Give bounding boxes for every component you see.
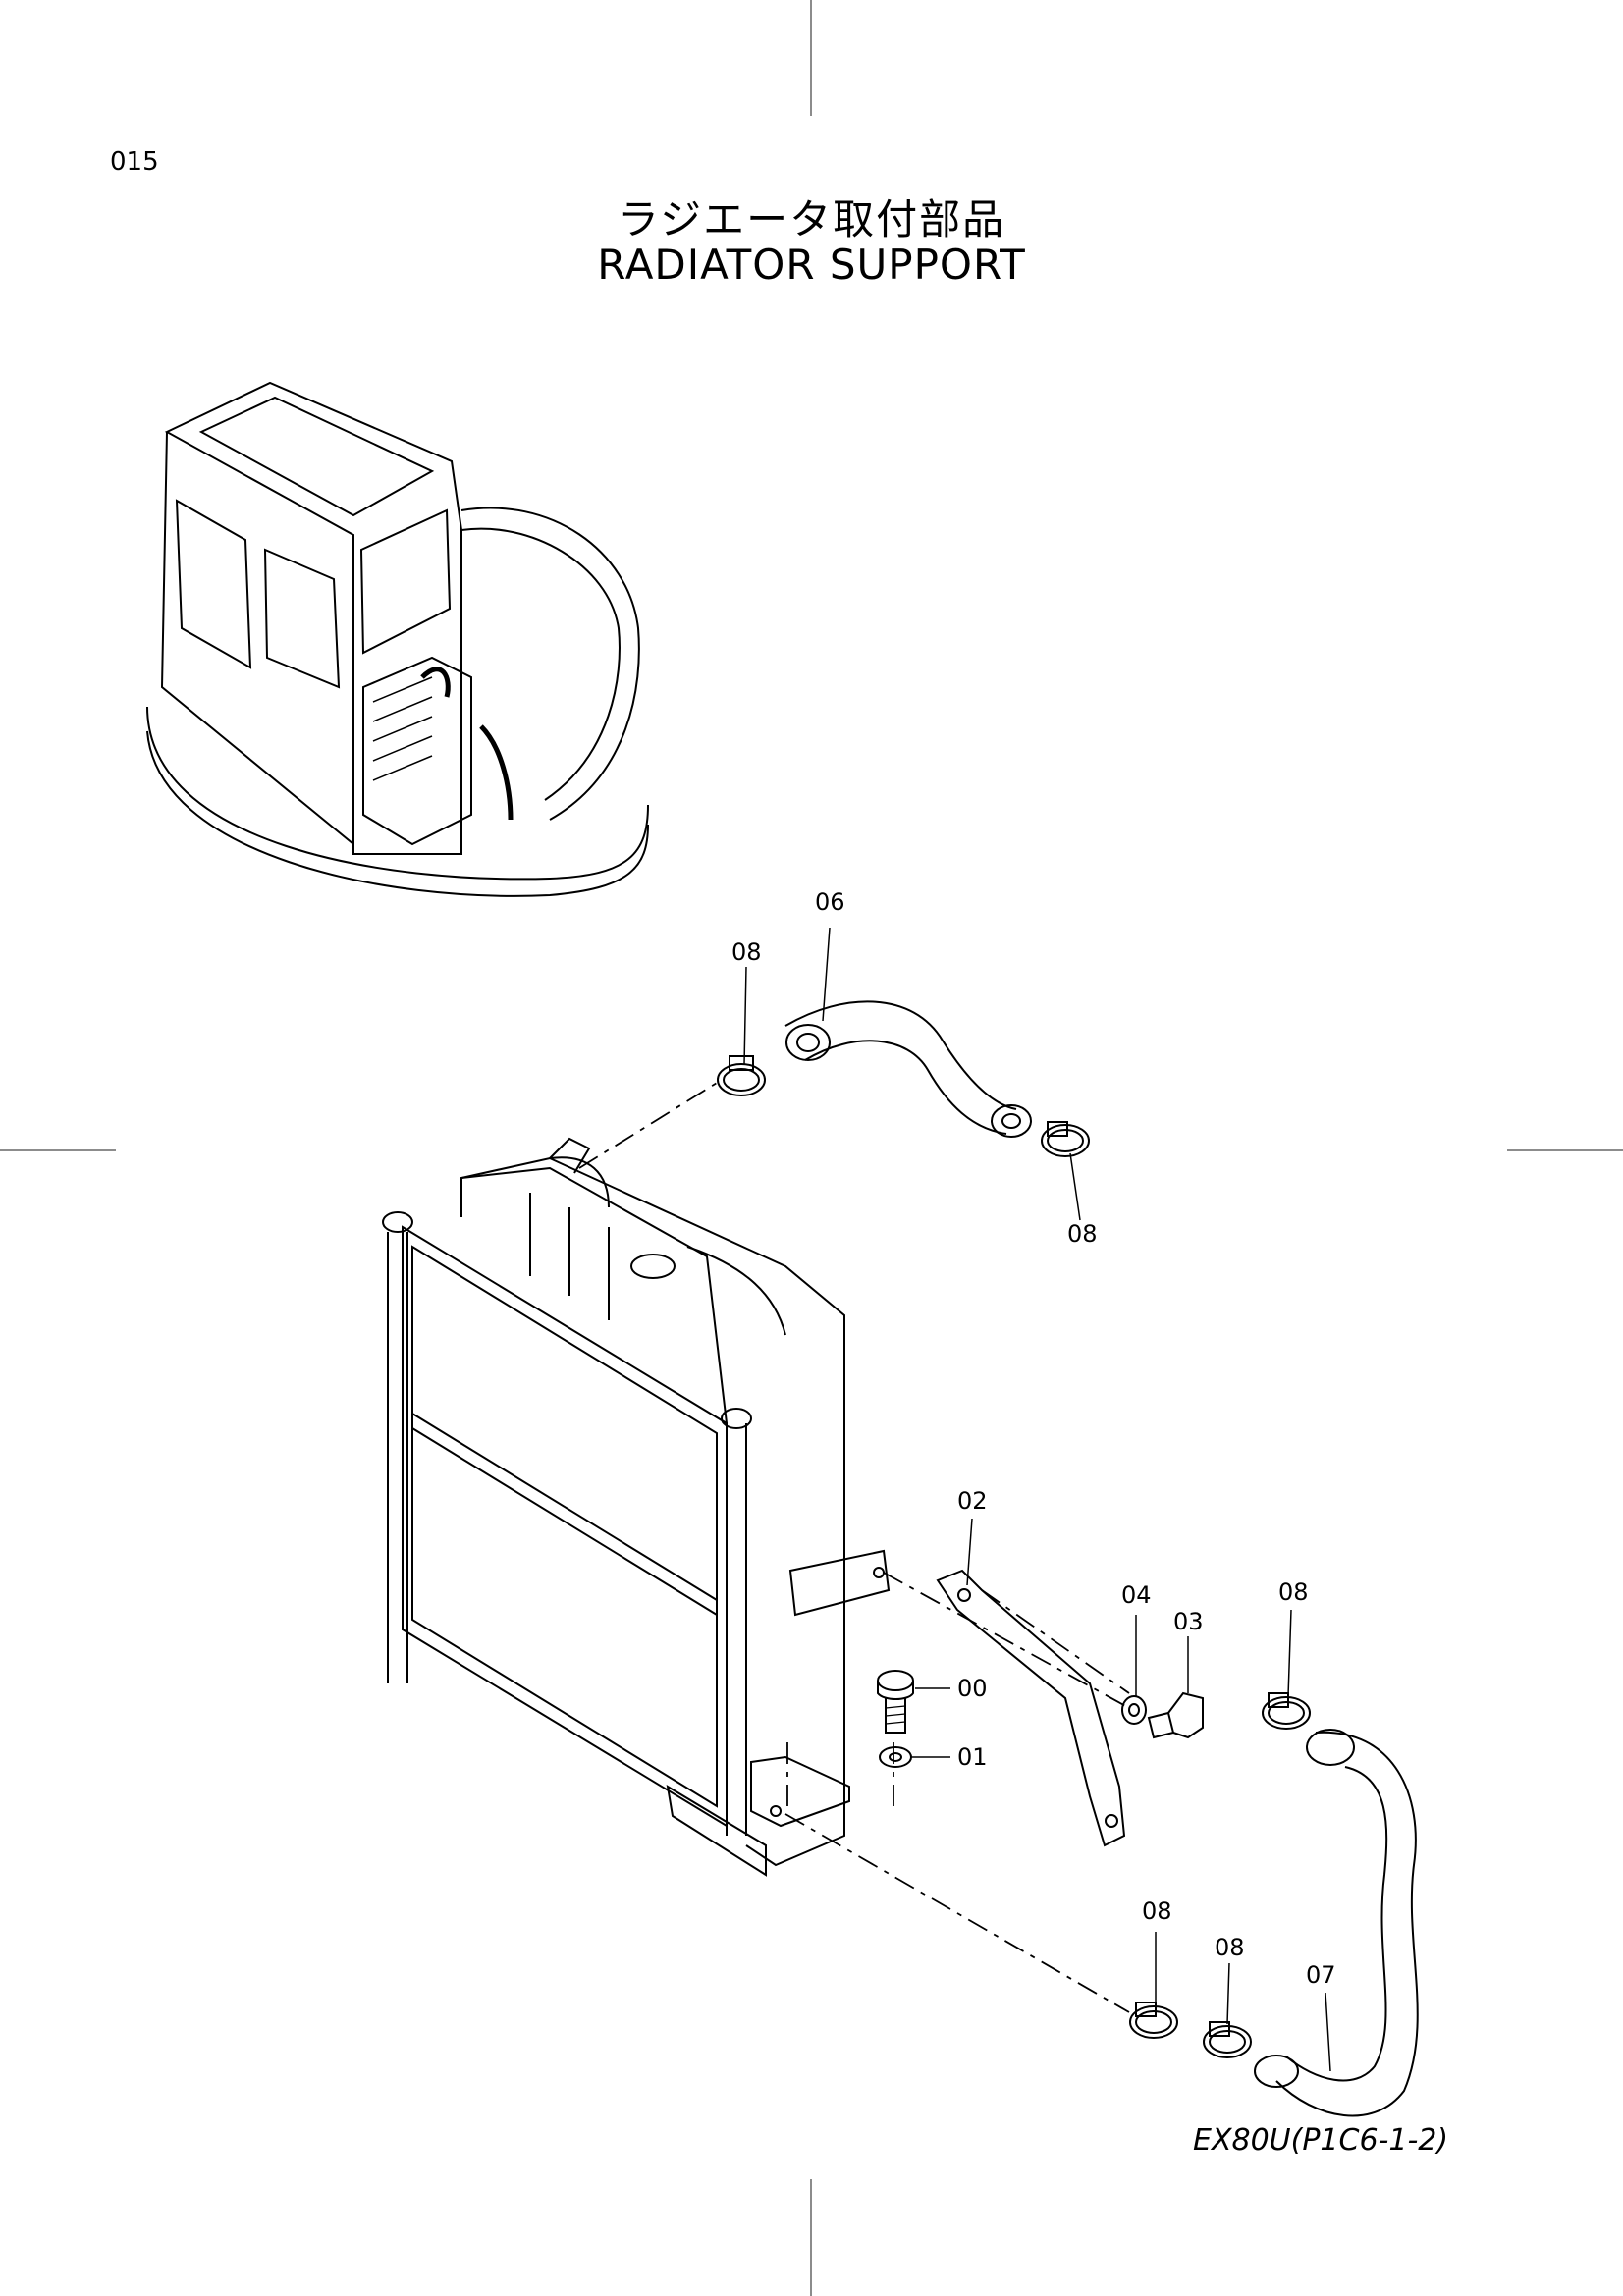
callout-07: 07 [1306,1961,1336,1989]
callout-00: 00 [957,1675,988,1702]
washer-01 [879,1746,912,1768]
page-number: 015 [110,147,159,177]
excavator-overview [146,381,649,897]
lower-hose [1254,1729,1419,2117]
callout-08-bottom-right: 08 [1215,1934,1245,1961]
callout-03: 03 [1173,1608,1204,1635]
title-japanese: ラジエータ取付部品 [617,195,1006,243]
stay-bar [936,1569,1130,1847]
bolt-03 [1147,1691,1204,1739]
leader-lines [578,1079,1130,2013]
callout-08-right: 08 [1278,1578,1309,1606]
hose-clamp-top [717,1055,766,1096]
washer-04 [1121,1695,1147,1725]
model-code: EX80U(P1C6-1-2) [1193,2123,1449,2158]
callout-02: 02 [957,1487,988,1515]
callout-04: 04 [1121,1581,1152,1609]
callout-01: 01 [957,1743,988,1771]
callout-leaders [743,927,1331,2072]
hose-clamp-bottom-left [1129,2002,1178,2039]
callout-08-bottom-left: 08 [1142,1897,1172,1925]
callout-08-top: 08 [731,938,762,966]
callout-08-upper-right: 08 [1067,1220,1098,1248]
title-english: RADIATOR SUPPORT [597,240,1026,289]
hose-clamp-right [1262,1692,1311,1730]
upper-hose [784,1000,1032,1138]
bolt-00 [877,1670,914,1734]
hose-clamp-upper-right [1041,1121,1090,1157]
callout-06: 06 [815,888,845,916]
radiator-assembly [382,1137,891,1877]
hose-clamp-bottom-right [1203,2021,1252,2058]
